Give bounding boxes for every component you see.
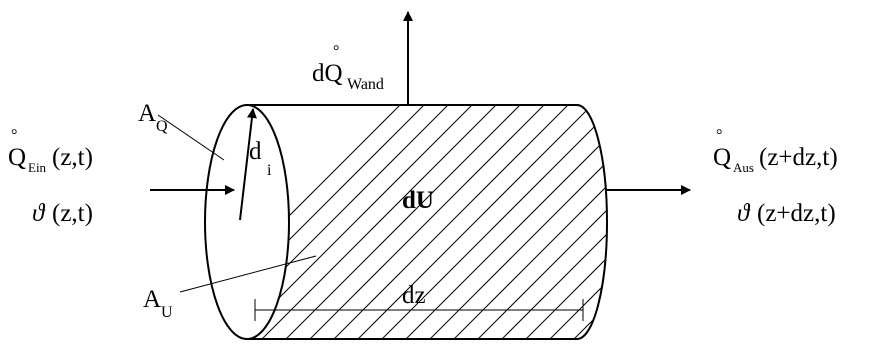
hatch-line [519, 105, 607, 339]
svg-text:Q: Q [713, 144, 731, 171]
svg-text:(z+dz,t): (z+dz,t) [757, 200, 836, 227]
hatch-line [247, 105, 425, 339]
diameter-arrow [239, 108, 257, 221]
hatch-line [279, 105, 521, 339]
svg-text:Q: Q [156, 118, 168, 135]
area-cross-leader [157, 114, 225, 161]
hatch-line [303, 105, 545, 339]
hatch-line [543, 105, 607, 339]
svg-text:(z,t): (z,t) [52, 144, 93, 171]
area-cross-label: A Q [138, 100, 168, 135]
internal-energy-label: dU [402, 187, 434, 214]
hatch-line [423, 105, 607, 339]
hatch-line [447, 105, 607, 339]
hatch-line [471, 105, 607, 339]
hatch-line [375, 105, 607, 339]
heat-in-label: Q ° Ein (z,t) [8, 127, 93, 175]
svg-text:ϑ: ϑ [737, 200, 751, 227]
area-surface-label: A U [143, 286, 173, 321]
heat-out-label: Q ° Aus (z+dz,t) [713, 127, 838, 175]
hatch-line [327, 105, 569, 339]
area-surface-leader [179, 255, 317, 293]
hatch-line [255, 105, 497, 339]
svg-text:°: ° [716, 127, 722, 144]
svg-text:d: d [249, 138, 262, 165]
temp-out-label: ϑ (z+dz,t) [737, 200, 836, 227]
svg-text:Q: Q [8, 144, 26, 171]
cylinder-cross-section [204, 104, 290, 340]
svg-text:A: A [143, 286, 161, 313]
svg-text:A: A [138, 100, 156, 127]
svg-text:ϑ: ϑ [32, 200, 46, 227]
temp-in-label: ϑ (z,t) [32, 200, 93, 227]
svg-text:(z+dz,t): (z+dz,t) [759, 144, 838, 171]
svg-text:dQ: dQ [312, 60, 343, 87]
svg-text:Aus: Aus [733, 160, 754, 175]
svg-text:(z,t): (z,t) [52, 200, 93, 227]
svg-text:Wand: Wand [347, 76, 384, 93]
svg-text:Ein: Ein [28, 160, 47, 175]
svg-text:°: ° [333, 43, 339, 60]
cylinder-body [247, 104, 608, 340]
hatch-line [495, 105, 607, 339]
hatch-line [351, 105, 593, 339]
diameter-label: d i [249, 138, 272, 179]
wall-heat-label: dQ ° Wand [312, 43, 384, 93]
svg-text:i: i [267, 162, 272, 179]
svg-text:U: U [161, 304, 173, 321]
svg-text:°: ° [11, 127, 17, 144]
length-label: dz [402, 282, 426, 309]
